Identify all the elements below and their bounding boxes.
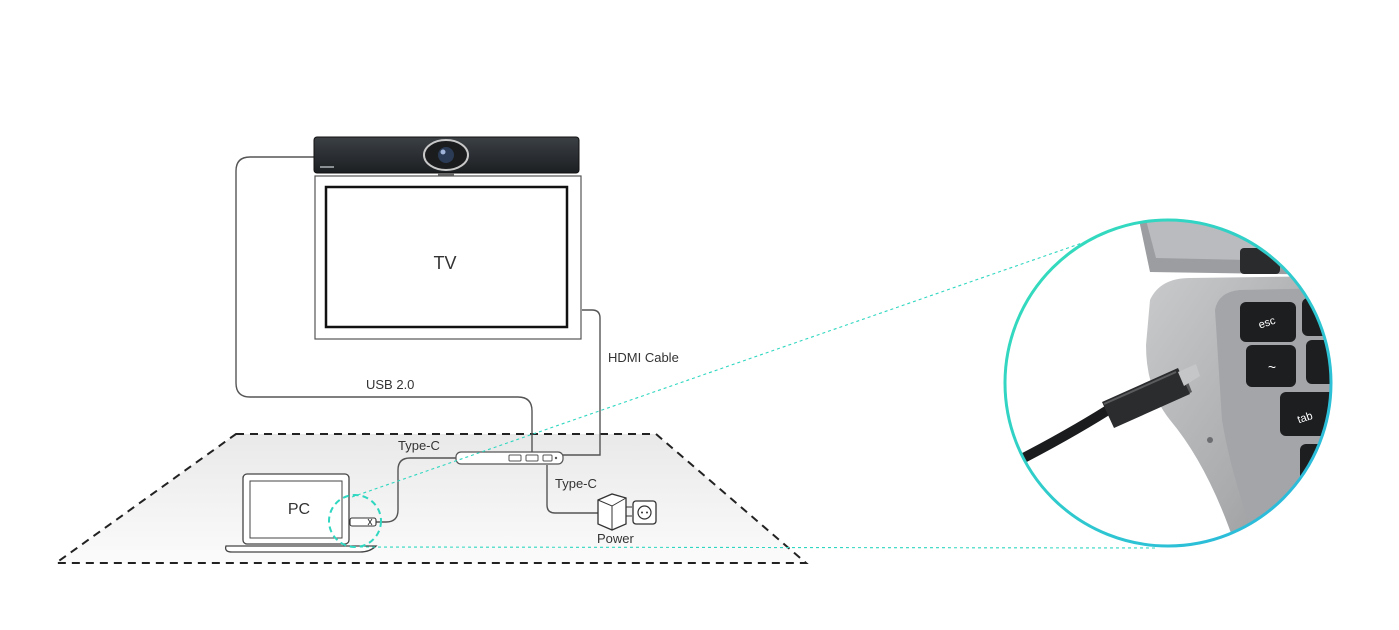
wall-socket-icon bbox=[632, 500, 657, 525]
tv-label: TV bbox=[433, 253, 456, 273]
zoom-guide-bottom bbox=[359, 546, 1159, 549]
zoom-detail-view: esc ~ tab bbox=[1005, 220, 1331, 546]
video-bar bbox=[313, 136, 580, 176]
key-tab-label: tab bbox=[1296, 410, 1314, 426]
desk-area bbox=[52, 433, 809, 564]
tv bbox=[314, 175, 582, 340]
zoom-guide-top bbox=[351, 233, 1109, 498]
usb-hub bbox=[455, 451, 564, 465]
type-c-cable-pc bbox=[376, 457, 456, 523]
power-label: Power bbox=[597, 531, 635, 546]
hdmi-label: HDMI Cable bbox=[608, 350, 679, 365]
type-c-cable-power bbox=[546, 465, 598, 514]
type-c-pc-label: Type-C bbox=[398, 438, 440, 453]
usb-cable bbox=[235, 156, 533, 456]
power-adapter bbox=[597, 493, 632, 531]
type-c-power-label: Type-C bbox=[555, 476, 597, 491]
usb-label: USB 2.0 bbox=[366, 377, 414, 392]
zoom-highlight-circle bbox=[328, 494, 382, 548]
hdmi-cable bbox=[563, 309, 601, 456]
pc-laptop bbox=[224, 473, 378, 553]
pc-label: PC bbox=[288, 501, 310, 518]
type-c-plug bbox=[349, 517, 377, 527]
key-esc-label: esc bbox=[1257, 315, 1277, 332]
key-tilde-label: ~ bbox=[1268, 359, 1276, 375]
zoom-ring bbox=[1003, 218, 1333, 548]
